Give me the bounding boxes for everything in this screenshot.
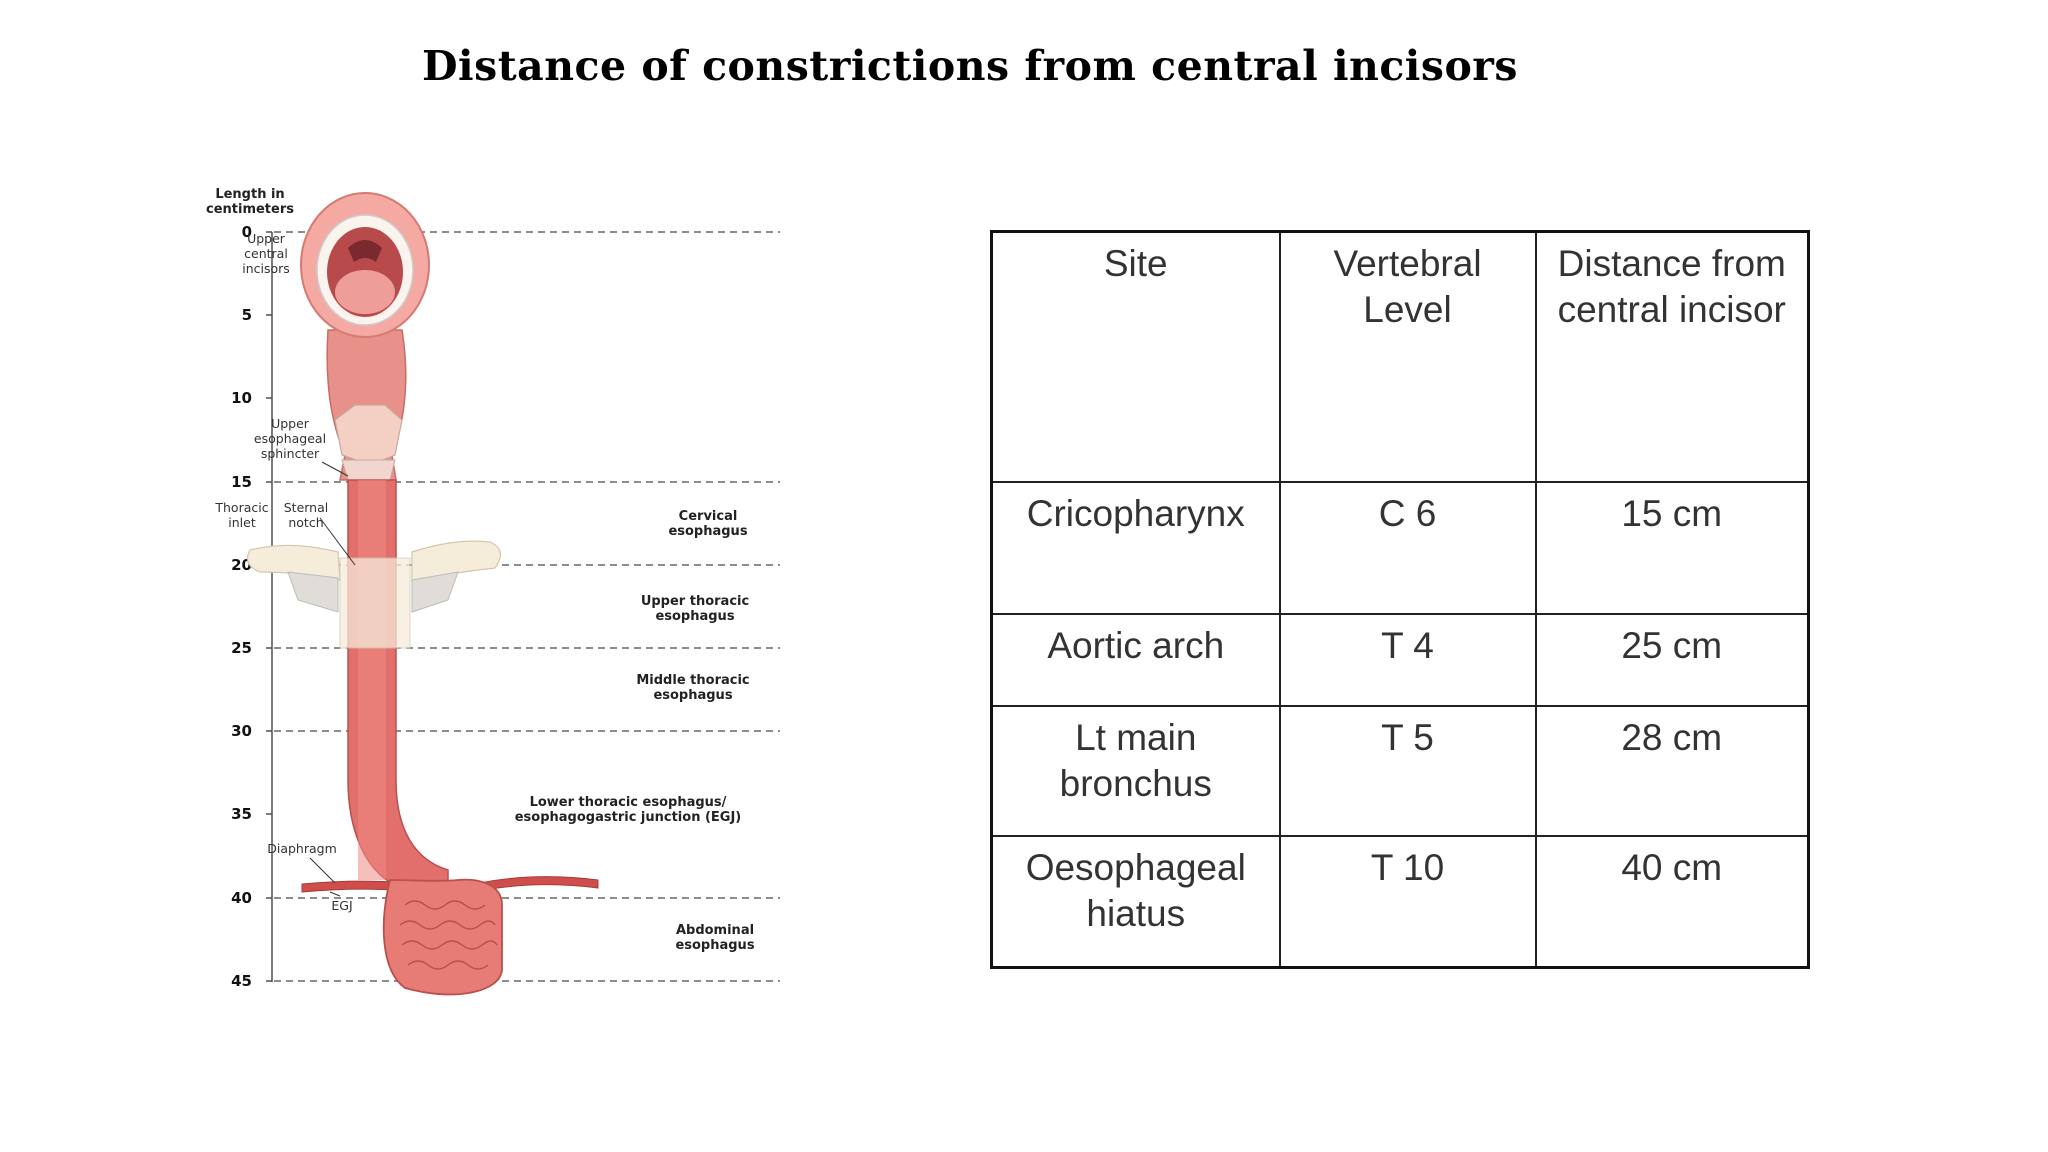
cell-level: T 10 [1278, 834, 1537, 969]
cricoid-cartilage [341, 459, 396, 481]
label-thoracic-inlet-1: Thoracic [214, 500, 268, 515]
cell-site: Aortic arch [990, 612, 1281, 707]
label-middle-thoracic-1: Middle thoracic [636, 673, 749, 688]
label-sternal-notch-2: notch [288, 515, 323, 530]
cell-distance: 40 cm [1534, 834, 1810, 969]
label-ues-2: esophageal [254, 431, 326, 446]
cell-distance: 25 cm [1534, 612, 1810, 707]
tick-label-5: 5 [242, 306, 252, 324]
tick-label-20: 20 [231, 556, 252, 574]
axis-title-line2: centimeters [206, 202, 294, 217]
label-upper-thoracic-1: Upper thoracic [641, 594, 749, 609]
esophagus-diagram: Length in centimeters 0 5 10 15 20 25 30… [190, 180, 790, 1010]
table-row: Aortic arch T 4 25 cm [990, 612, 1810, 707]
label-diaphragm: Diaphragm [267, 841, 337, 856]
tick-label-30: 30 [231, 722, 252, 740]
esophagus-lumen [358, 480, 386, 880]
label-lower-thoracic-2: esophagogastric junction (EGJ) [515, 810, 742, 825]
cell-level: T 5 [1278, 704, 1537, 837]
tick-label-15: 15 [231, 473, 252, 491]
table-row: Cricopharynx C 6 15 cm [990, 480, 1810, 615]
diaphragm-pointer [309, 857, 336, 884]
label-middle-thoracic-2: esophagus [653, 688, 732, 703]
cell-distance: 15 cm [1534, 480, 1810, 615]
label-egj: EGJ [331, 898, 352, 913]
tongue [335, 270, 395, 314]
cell-site: Cricopharynx [990, 480, 1281, 615]
cell-level: C 6 [1278, 480, 1537, 615]
label-ues-3: sphincter [261, 446, 320, 461]
slide-title: Distance of constrictions from central i… [421, 42, 1518, 90]
cell-distance: 28 cm [1534, 704, 1810, 837]
label-upper-thoracic-2: esophagus [655, 609, 734, 624]
header-site: Site [990, 230, 1281, 483]
tick-label-45: 45 [231, 972, 252, 990]
tick-label-35: 35 [231, 805, 252, 823]
uvula-area [348, 240, 382, 262]
axis-ticks [266, 231, 272, 982]
axis-title-line1: Length in [215, 187, 284, 202]
gastric-rugae [399, 900, 498, 970]
larynx-cartilage [334, 404, 403, 466]
sternum-manubrium [339, 557, 411, 649]
label-sternal-notch-1: Sternal [284, 500, 329, 515]
right-first-rib [411, 571, 459, 613]
stomach [382, 878, 503, 996]
label-ues-1: Upper [271, 416, 310, 431]
ues-pointer [321, 461, 349, 477]
label-upper-central-incisors-3: incisors [242, 261, 290, 276]
tick-label-40: 40 [231, 889, 252, 907]
sternal-notch-pointer [319, 517, 356, 566]
tick-label-0: 0 [242, 223, 252, 241]
label-cervical-1: Cervical [679, 509, 738, 524]
tick-label-10: 10 [231, 389, 252, 407]
egj-pointer [329, 891, 341, 897]
label-upper-central-incisors-1: Upper [247, 231, 286, 246]
left-first-rib [287, 571, 339, 613]
label-lower-thoracic-1: Lower thoracic esophagus/ [530, 795, 727, 810]
cell-level: T 4 [1278, 612, 1537, 707]
label-cervical-2: esophagus [668, 524, 747, 539]
label-abdominal-1: Abdominal [676, 923, 754, 938]
label-upper-central-incisors-2: central [244, 246, 288, 261]
label-abdominal-2: esophagus [675, 938, 754, 953]
tick-label-25: 25 [231, 639, 252, 657]
label-thoracic-inlet-2: inlet [228, 515, 256, 530]
